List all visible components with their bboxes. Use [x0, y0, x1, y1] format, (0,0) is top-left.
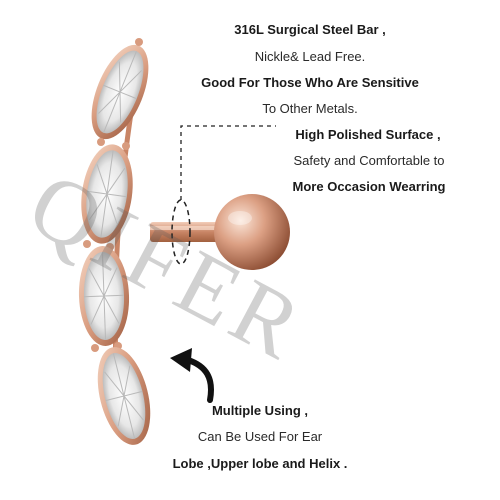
usage-line-1: Multiple Using , — [211, 403, 309, 418]
surface-line-3: More Occasion Wearring — [292, 179, 446, 194]
surface-line-1: High Polished Surface , — [295, 127, 441, 142]
gem-3 — [78, 246, 130, 346]
gem-4 — [97, 347, 151, 445]
usage-line-2: Can Be Used For Ear — [197, 429, 323, 444]
material-line-3: Good For Those Who Are Sensitive — [201, 75, 419, 90]
gem-1 — [91, 44, 149, 140]
guide-line — [180, 125, 276, 200]
material-line-4: To Other Metals. — [262, 101, 358, 116]
curved-arrow-icon — [170, 348, 214, 403]
surface-line-2: Safety and Comfortable to — [293, 153, 445, 168]
usage-line-3: Lobe ,Upper lobe and Helix . — [172, 456, 348, 471]
material-line-2: Nickle& Lead Free. — [254, 49, 366, 64]
material-line-1: 316L Surgical Steel Bar , — [234, 22, 386, 37]
gem-2 — [81, 144, 133, 244]
ball-end — [214, 194, 290, 270]
